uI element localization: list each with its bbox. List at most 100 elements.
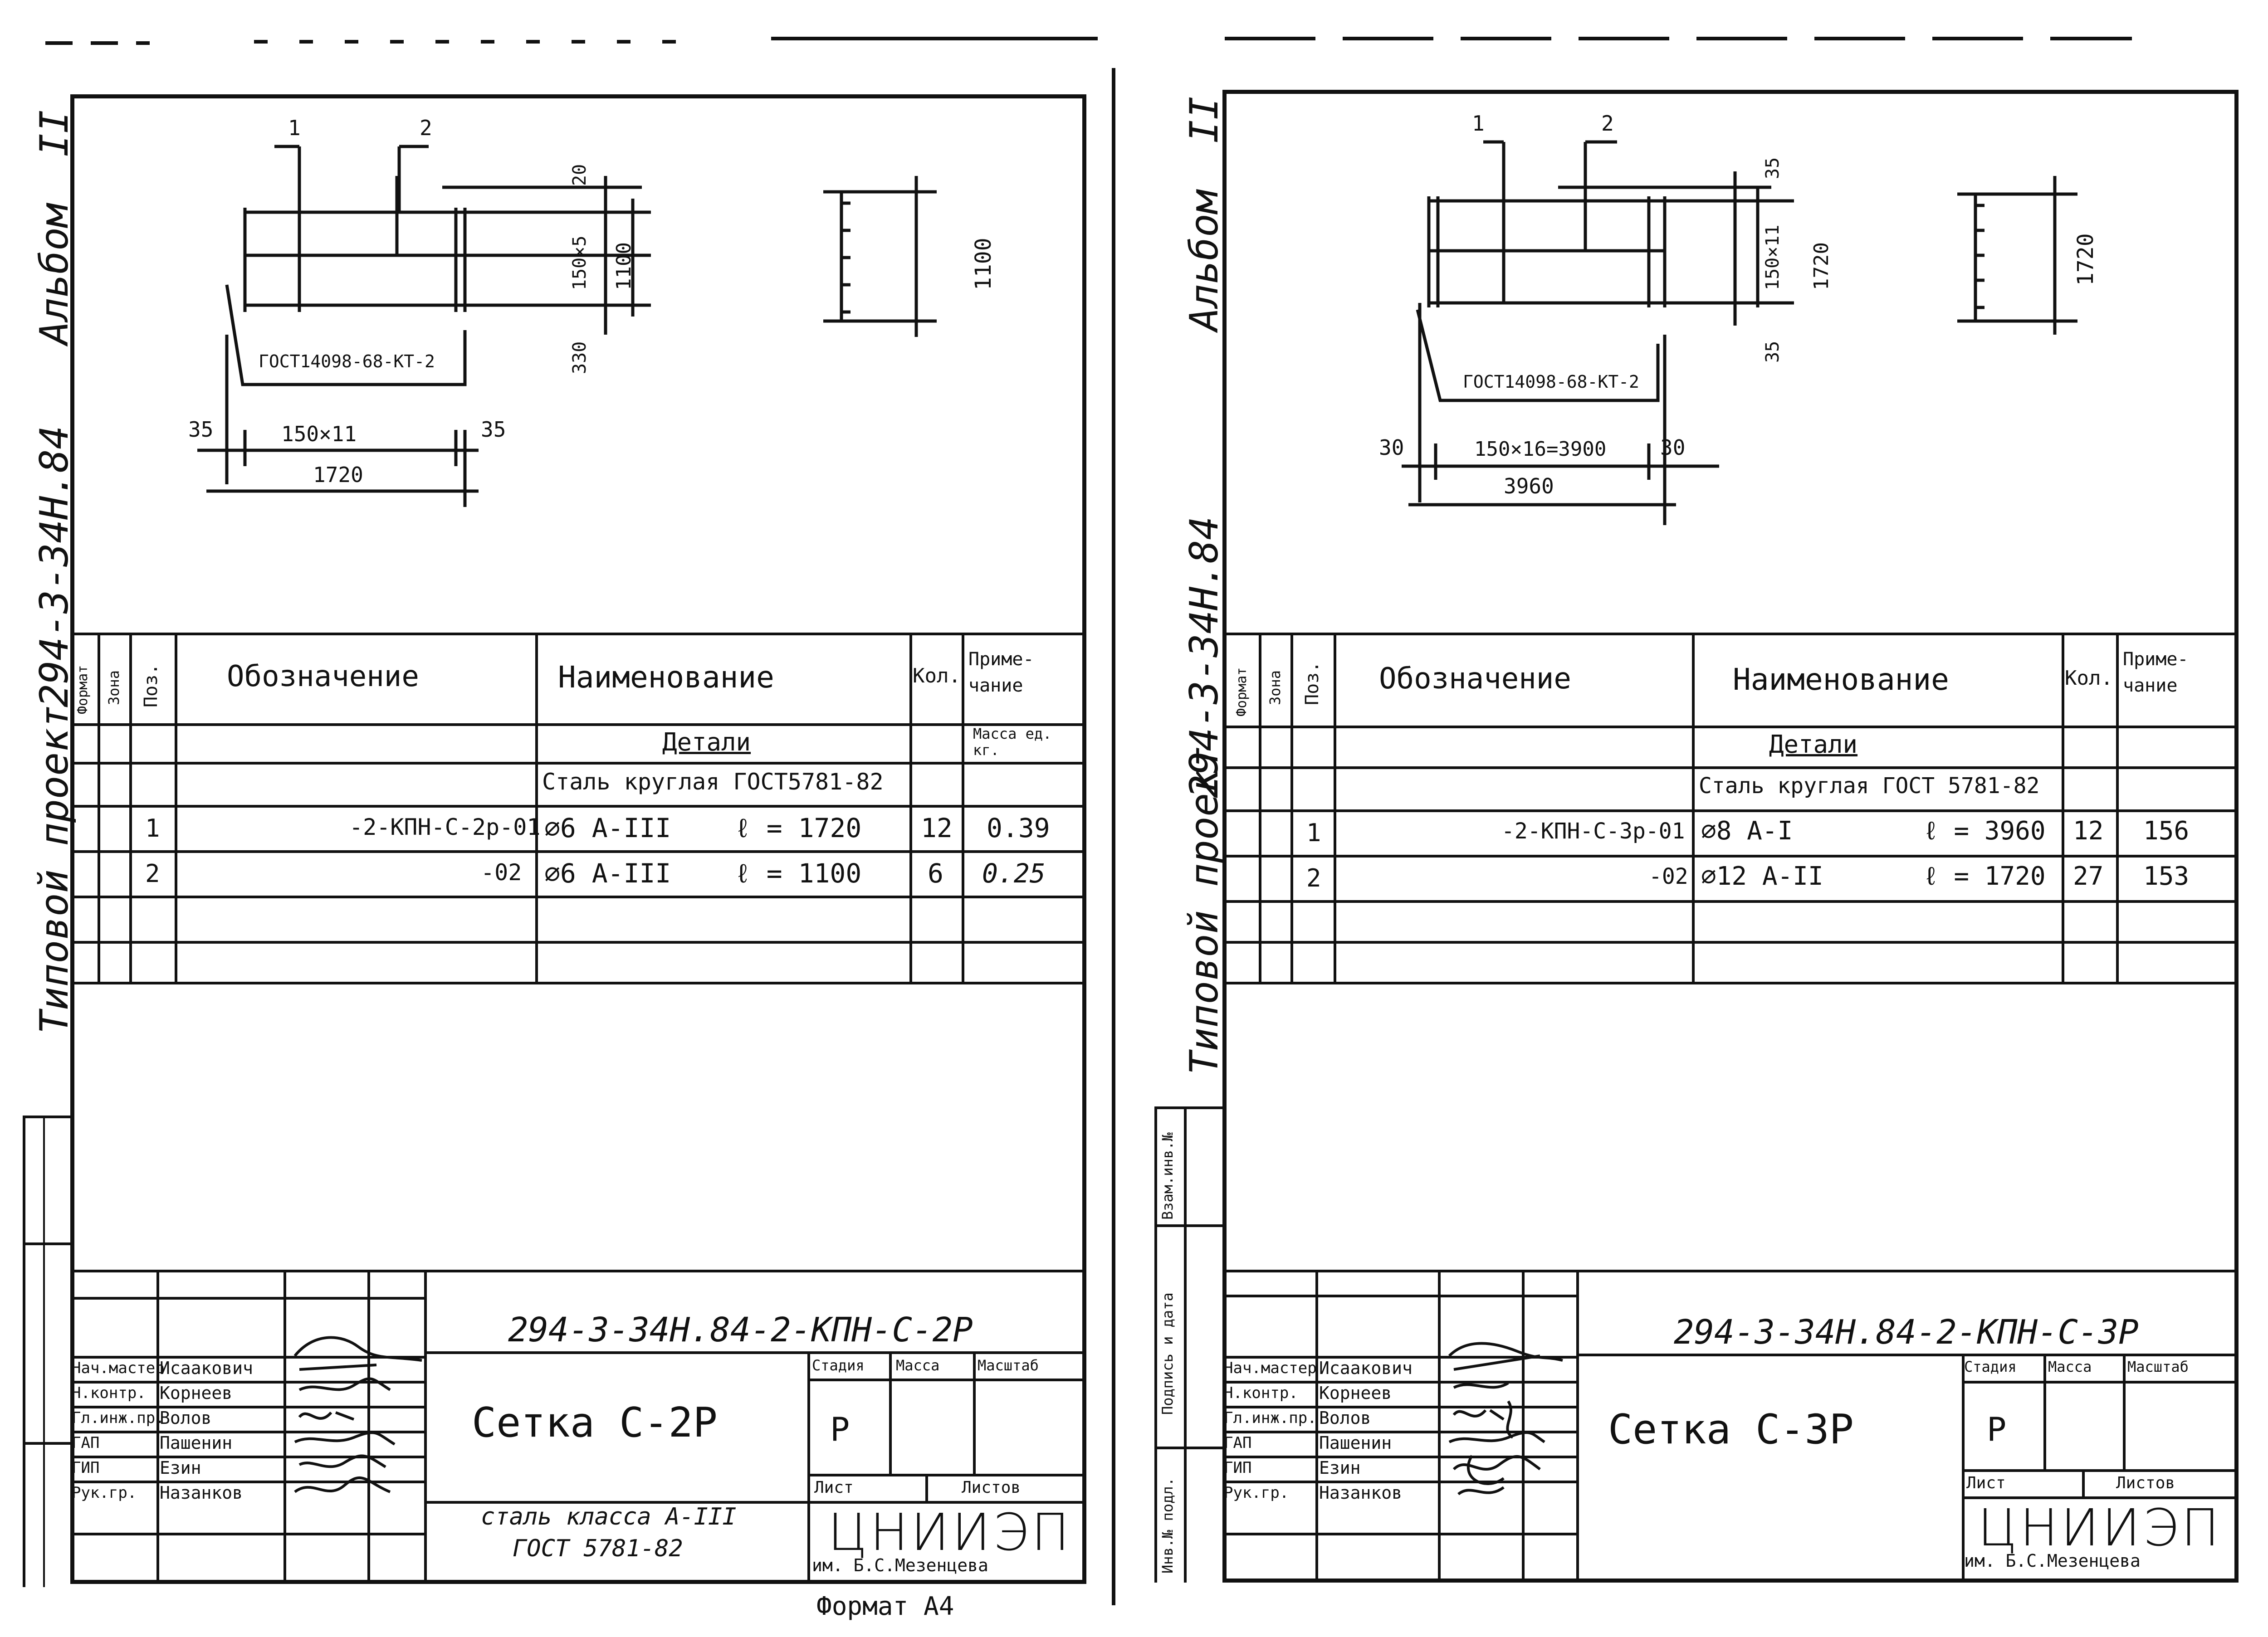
right-pos2-label: 2 — [1601, 111, 1614, 136]
left-row2-note: 0.25 — [982, 858, 1046, 889]
right-dim-side: 1720 — [2073, 233, 2098, 286]
left-dim-mid: 150×5 — [569, 235, 590, 290]
left-mesh-drawing — [197, 145, 937, 507]
right-row1-qty: 12 — [2073, 816, 2104, 846]
left-row1-len: ℓ = 1720 — [735, 813, 862, 843]
right-name-3: Волов — [1319, 1408, 1371, 1428]
left-scale-header: Масштаб — [978, 1357, 1039, 1374]
left-dim-top: 20 — [569, 164, 590, 186]
right-row1-note: 156 — [2143, 816, 2190, 846]
right-stage-value: Р — [1987, 1410, 2007, 1448]
right-dim-total: 3960 — [1504, 474, 1554, 498]
right-stage-header: Стадия — [1964, 1358, 2017, 1375]
right-role-1: Нач.мастер — [1224, 1359, 1317, 1377]
right-col-note: Приме-чание — [2123, 649, 2189, 696]
left-dim-height: 1100 — [612, 242, 635, 290]
left-pos2-label: 2 — [420, 116, 432, 140]
right-row2-pos: 2 — [1306, 864, 1321, 892]
left-col-zone: Зона — [105, 670, 122, 705]
right-stamp-inventory: Инв.№ подл. — [1159, 1477, 1176, 1574]
left-sheet-header: Лист — [814, 1478, 854, 1497]
right-org-name: ЦНИИЭП — [1978, 1499, 2222, 1558]
right-name-2: Корнеев — [1319, 1383, 1392, 1403]
left-col-format: Формат — [75, 665, 91, 714]
left-pos1-label: 1 — [288, 116, 301, 140]
right-name-1: Исаакович — [1319, 1358, 1413, 1378]
right-name-6: Назанков — [1319, 1483, 1403, 1503]
left-row1-pos: 1 — [145, 814, 160, 843]
right-project-label: Типовой проект — [1182, 746, 1227, 1075]
left-drawing-name: Сетка С-2Р — [472, 1399, 718, 1447]
left-drawing-sheet — [70, 94, 1086, 1584]
left-role-6: Рук.гр. — [72, 1484, 137, 1502]
left-dim-span: 150×11 — [281, 422, 357, 446]
left-role-1: Нач.мастер — [72, 1359, 165, 1377]
right-dim-edge-l: 30 — [1379, 435, 1404, 460]
left-footer-label: Формат А4 — [816, 1592, 954, 1621]
left-name-6: Назанков — [160, 1483, 243, 1503]
left-signatures — [293, 1336, 422, 1493]
right-row2-note: 153 — [2143, 862, 2190, 891]
left-row2-len: ℓ = 1100 — [735, 858, 862, 889]
left-stage-header: Стадия — [812, 1357, 865, 1374]
right-name-4: Пашенин — [1319, 1433, 1392, 1453]
left-row2-qty: 6 — [928, 858, 943, 889]
right-col-format: Формат — [1234, 667, 1250, 716]
right-drawing-name: Сетка С-3Р — [1608, 1406, 1854, 1453]
left-mass-header: Масса — [896, 1357, 940, 1374]
right-role-4: ГАП — [1224, 1434, 1252, 1452]
right-mass-header: Масса — [2048, 1358, 2092, 1375]
left-name-1: Исаакович — [160, 1358, 253, 1378]
left-role-4: ГАП — [72, 1434, 100, 1452]
right-dim-span: 150×16=3900 — [1474, 438, 1607, 461]
right-stamp-replace: Взам.инв.№ — [1159, 1132, 1176, 1220]
right-col-name: Наименование — [1733, 662, 1949, 697]
left-project-label: Типовой проект — [32, 705, 77, 1034]
left-stage-value: Р — [830, 1410, 850, 1448]
right-stamp-signature: Подпись и дата — [1159, 1292, 1176, 1415]
right-org-sub: им. Б.С.Мезенцева — [1964, 1551, 2141, 1571]
left-dim-edge-r: 35 — [481, 417, 506, 442]
right-dim-edge-r: 30 — [1660, 435, 1686, 460]
right-col-designation: Обозначение — [1379, 662, 1571, 696]
left-sheets-header: Листов — [962, 1478, 1021, 1497]
right-col-zone: Зона — [1266, 670, 1284, 705]
right-leader-label: ГОСТ14098-68-КТ-2 — [1463, 372, 1639, 392]
right-name-5: Езин — [1319, 1458, 1361, 1478]
right-pos1-label: 1 — [1472, 111, 1485, 136]
left-mass-note: Масса ед. кг. — [973, 725, 1052, 759]
left-dim-side: 1100 — [971, 238, 996, 290]
left-row2-pos: 2 — [145, 859, 160, 888]
right-sheets-header: Листов — [2116, 1474, 2175, 1492]
right-scale-header: Масштаб — [2127, 1358, 2189, 1375]
right-sheet-header: Лист — [1966, 1474, 2006, 1492]
right-mesh-drawing — [1402, 140, 2077, 525]
left-name-3: Волов — [160, 1408, 212, 1428]
right-col-pos: Поз. — [1302, 661, 1323, 705]
right-material: Сталь круглая ГОСТ 5781-82 — [1699, 773, 2040, 799]
left-col-name: Наименование — [558, 660, 774, 695]
left-col-pos: Поз. — [141, 663, 161, 707]
right-dim-height: 1720 — [1810, 242, 1833, 290]
left-org-sub: им. Б.С.Мезенцева — [812, 1555, 988, 1575]
left-name-2: Корнеев — [160, 1383, 233, 1403]
left-name-5: Езин — [160, 1458, 201, 1478]
right-role-3: Гл.инж.пр. — [1224, 1409, 1317, 1427]
left-section-title: Детали — [662, 728, 751, 756]
left-dim-total: 1720 — [313, 463, 363, 487]
right-album-label: Альбом II — [1182, 96, 1227, 331]
left-org-name: ЦНИИЭП — [828, 1503, 1072, 1562]
left-material: Сталь круглая ГОСТ5781-82 — [542, 769, 884, 795]
right-dim-bot: 35 — [1762, 341, 1783, 363]
left-row2-desig: -02 — [481, 859, 522, 886]
left-col-note: Приме-чание — [968, 649, 1034, 696]
left-dim-edge-l: 35 — [188, 417, 214, 442]
right-row1-name: ⌀8 А-I — [1701, 816, 1793, 846]
right-row2-desig: -02 — [1649, 864, 1688, 889]
left-material-line2: ГОСТ 5781-82 — [513, 1535, 683, 1562]
right-row1-len: ℓ = 3960 — [1923, 816, 2046, 846]
scan-edge-marks — [45, 37, 2132, 1605]
right-col-qty: Кол. — [2065, 667, 2113, 690]
right-role-6: Рук.гр. — [1224, 1484, 1289, 1502]
